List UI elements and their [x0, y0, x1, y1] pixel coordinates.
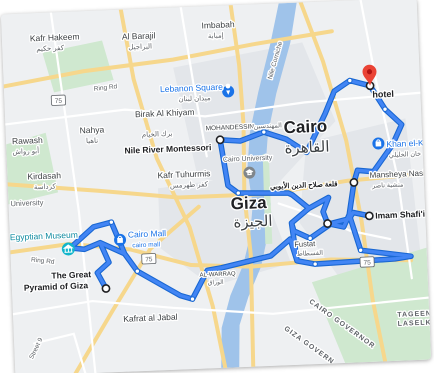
road	[118, 7, 228, 370]
stop-marker-pyramid[interactable]	[101, 284, 111, 293]
place-label-kafr-tuhurmis-ar: كفر طهرمس	[170, 180, 209, 190]
place-label-al-barajil-ar: البراجيل	[128, 42, 152, 51]
stop-marker-montessori[interactable]	[215, 135, 225, 145]
route-node	[261, 129, 267, 135]
route-node	[307, 235, 313, 241]
park-area	[311, 247, 432, 363]
street	[359, 0, 413, 280]
place-label-giza: Giza	[230, 193, 267, 213]
highway-shield-75: 75	[359, 256, 375, 268]
stop-label-nile-river-montessori[interactable]: Nile River Montessori	[123, 141, 213, 157]
street	[4, 91, 422, 126]
place-label-khan-el-khalili: Khan el-Kha	[386, 137, 431, 149]
place-label-al-barajil: Al Barajil	[122, 30, 156, 41]
place-label-kirdasah-ar: كرداسة	[34, 182, 57, 191]
place-label-manshiyet-nasir: Mansheya Nasir	[369, 168, 427, 179]
stop-marker-route[interactable]	[323, 219, 332, 228]
road	[73, 204, 201, 373]
route-node	[312, 261, 318, 267]
route-node	[108, 219, 115, 225]
highway-shield-75: 75	[141, 253, 157, 265]
place-label-kafrat-al-jabal: Kafrat al Jabal	[123, 312, 178, 324]
museum-icon[interactable]	[61, 242, 76, 256]
road-label-ring-rd-west: Ring Rd	[31, 257, 55, 266]
place-label-fustat-ar: الفسطاط	[297, 249, 324, 258]
route-node	[382, 106, 388, 112]
road	[1, 29, 334, 89]
stop-label-pyramid-line2[interactable]: Pyramid of Giza	[22, 279, 89, 294]
map-pin-icon[interactable]	[362, 64, 377, 86]
place-label-mohandessin: MOHANDESSIN	[206, 123, 255, 132]
place-label-khan-el-khalili-ar: خان الخليلي	[389, 150, 422, 159]
place-label-cairo: Cairo	[283, 116, 327, 137]
highway-shield-75: 75	[50, 94, 66, 106]
shopping-bag-icon[interactable]	[114, 233, 127, 246]
route-node	[189, 296, 196, 302]
svg-text:75: 75	[145, 256, 153, 263]
place-label-fustat: Fustat	[294, 239, 316, 249]
location-pin-icon[interactable]	[222, 83, 235, 98]
route-stops	[101, 81, 375, 293]
street	[33, 332, 87, 373]
place-label-kafr-hakeem: Kafr Hakeem	[30, 31, 80, 43]
place-label-cairo-ar: القاهرة	[284, 138, 330, 157]
route-node	[134, 268, 141, 274]
place-label-al-warraq-ar: الوراق	[208, 279, 224, 287]
place-label-kafr-tuhurmis: Kafr Tuhurmis	[157, 168, 210, 180]
place-label-kafr-hakeem-ar: كفر حكيم	[36, 44, 65, 53]
road	[5, 171, 426, 200]
place-label-imbabah: Imbabah	[201, 19, 235, 30]
place-label-nahya-ar: ناهيا	[86, 137, 98, 145]
place-label-rawash: Rawash	[12, 135, 43, 146]
place-label-nahya: Nahya	[79, 124, 104, 135]
svg-text:75: 75	[363, 259, 371, 266]
place-label-lebanon-square-ar: ميدان لبنان	[178, 94, 211, 103]
street	[179, 6, 208, 158]
place-label-manshiyet-nasir-ar: منشية ناصر	[371, 180, 404, 189]
route-node	[235, 190, 241, 196]
nile-river	[221, 2, 297, 368]
route-node	[357, 247, 364, 253]
place-label-imbabah-ar: إمبابة	[208, 32, 224, 41]
river-island	[262, 153, 273, 245]
route-line[interactable]	[64, 76, 414, 306]
street	[49, 11, 97, 373]
pin-hole	[366, 69, 373, 75]
place-label-cairo-university: Cairo University	[223, 155, 273, 164]
stop-label-hotel[interactable]: hotel	[371, 87, 395, 100]
place-label-university: University	[10, 198, 44, 208]
stop-label-pyramid-line1[interactable]: The Great	[50, 268, 93, 282]
shopping-bag-icon[interactable]	[372, 137, 385, 150]
place-label-tageen: TAGEEN	[397, 310, 431, 318]
place-label-tageen-2: LASELK	[398, 319, 432, 327]
road	[228, 3, 256, 369]
place-label-cairo-mall: Cairo Mall	[128, 228, 167, 240]
place-label-kirdasah: Kirdasah	[27, 170, 61, 181]
place-label-lebanon-square: Lebanon Square	[160, 82, 223, 95]
school-icon[interactable]	[243, 166, 256, 179]
stop-marker-imam-shafii[interactable]	[364, 211, 374, 221]
route-node	[347, 77, 353, 84]
place-label-giza-ar: الجيزة	[233, 213, 273, 232]
street	[11, 296, 430, 316]
svg-text:75: 75	[55, 98, 63, 105]
place-label-al-warraq: AL-WARRAQ	[199, 271, 236, 278]
place-label-birak-al-khiyam: Birak Al Khiyam	[135, 107, 195, 119]
place-label-birak-al-khiyam-ar: برك الخيام	[142, 130, 173, 139]
place-label-egyptian-museum: Egyptian Museum	[10, 230, 78, 243]
place-label-cairo-mall-ar: cairo mall	[132, 241, 161, 249]
stop-label-imam-shafii[interactable]: Imam Shafi'i M	[374, 207, 431, 222]
urban-block	[299, 118, 422, 282]
place-label-mohandessin-ar: المهندسين	[253, 121, 282, 130]
stop-marker-citadel[interactable]	[349, 178, 359, 187]
